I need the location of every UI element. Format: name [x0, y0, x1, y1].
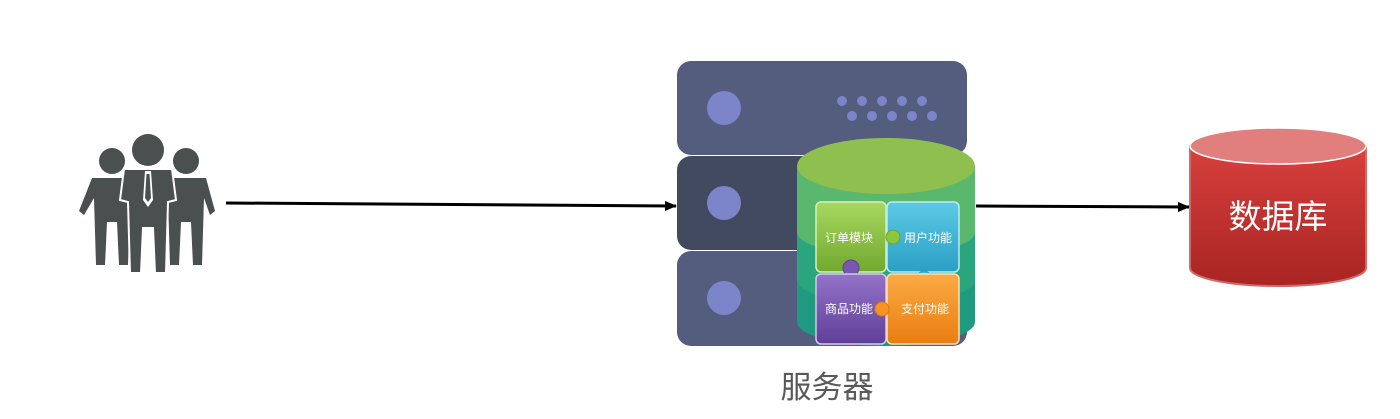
module-user: 用户功能 [885, 201, 960, 286]
server-vent-dots [837, 96, 937, 121]
module-user-label: 用户功能 [904, 230, 952, 245]
cylinder-top [797, 138, 975, 194]
arrow-users-to-server [225, 200, 677, 211]
module-payment: 支付功能 [874, 273, 960, 345]
server-label: 服务器 [781, 370, 874, 406]
module-product: 商品功能 [815, 273, 887, 345]
module-order: 订单模块 [815, 201, 887, 277]
module-payment-label: 支付功能 [901, 302, 949, 316]
users-icon [79, 134, 215, 274]
database-top [1189, 127, 1367, 165]
database-label: 数据库 [1229, 197, 1328, 236]
module-product-label: 商品功能 [825, 301, 873, 316]
module-order-label: 订单模块 [825, 231, 873, 245]
server-unit-top [677, 61, 967, 155]
arrow-server-to-database [975, 201, 1190, 212]
database-icon: 数据库 [1189, 127, 1367, 287]
